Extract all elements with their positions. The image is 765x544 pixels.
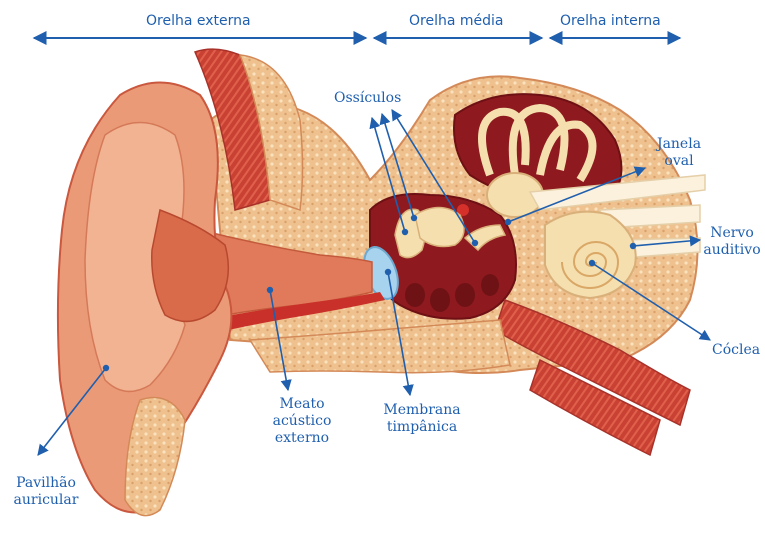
pinna-line-2: auricular xyxy=(6,492,86,509)
ossicles-label: Ossículos xyxy=(334,90,401,107)
inner-ear-header: Orelha interna xyxy=(560,13,661,30)
external-canal-line-3: externo xyxy=(262,430,342,447)
auditory-nerve-label: Nervo auditivo xyxy=(702,225,762,259)
external-canal-label: Meato acústico externo xyxy=(262,396,342,447)
cochlea-shape xyxy=(545,212,636,298)
pinna-label: Pavilhão auricular xyxy=(6,475,86,509)
auditory-nerve-line-2: auditivo xyxy=(702,242,762,259)
tympanic-membrane-label: Membrana timpânica xyxy=(372,402,472,436)
oval-window-line-1: Janela xyxy=(649,136,709,153)
auditory-nerve-line-1: Nervo xyxy=(702,225,762,242)
external-canal-line-2: acústico xyxy=(262,413,342,430)
concha xyxy=(152,210,229,321)
outer-ear-header: Orelha externa xyxy=(146,13,251,30)
cochlea-label: Cóclea xyxy=(712,342,760,359)
oval-window-line-2: oval xyxy=(649,153,709,170)
oval-window-label: Janela oval xyxy=(649,136,709,170)
tympanic-membrane-line-2: timpânica xyxy=(372,419,472,436)
middle-ear-header: Orelha média xyxy=(409,13,503,30)
external-canal-line-1: Meato xyxy=(262,396,342,413)
tympanic-membrane-line-1: Membrana xyxy=(372,402,472,419)
pinna-line-1: Pavilhão xyxy=(6,475,86,492)
